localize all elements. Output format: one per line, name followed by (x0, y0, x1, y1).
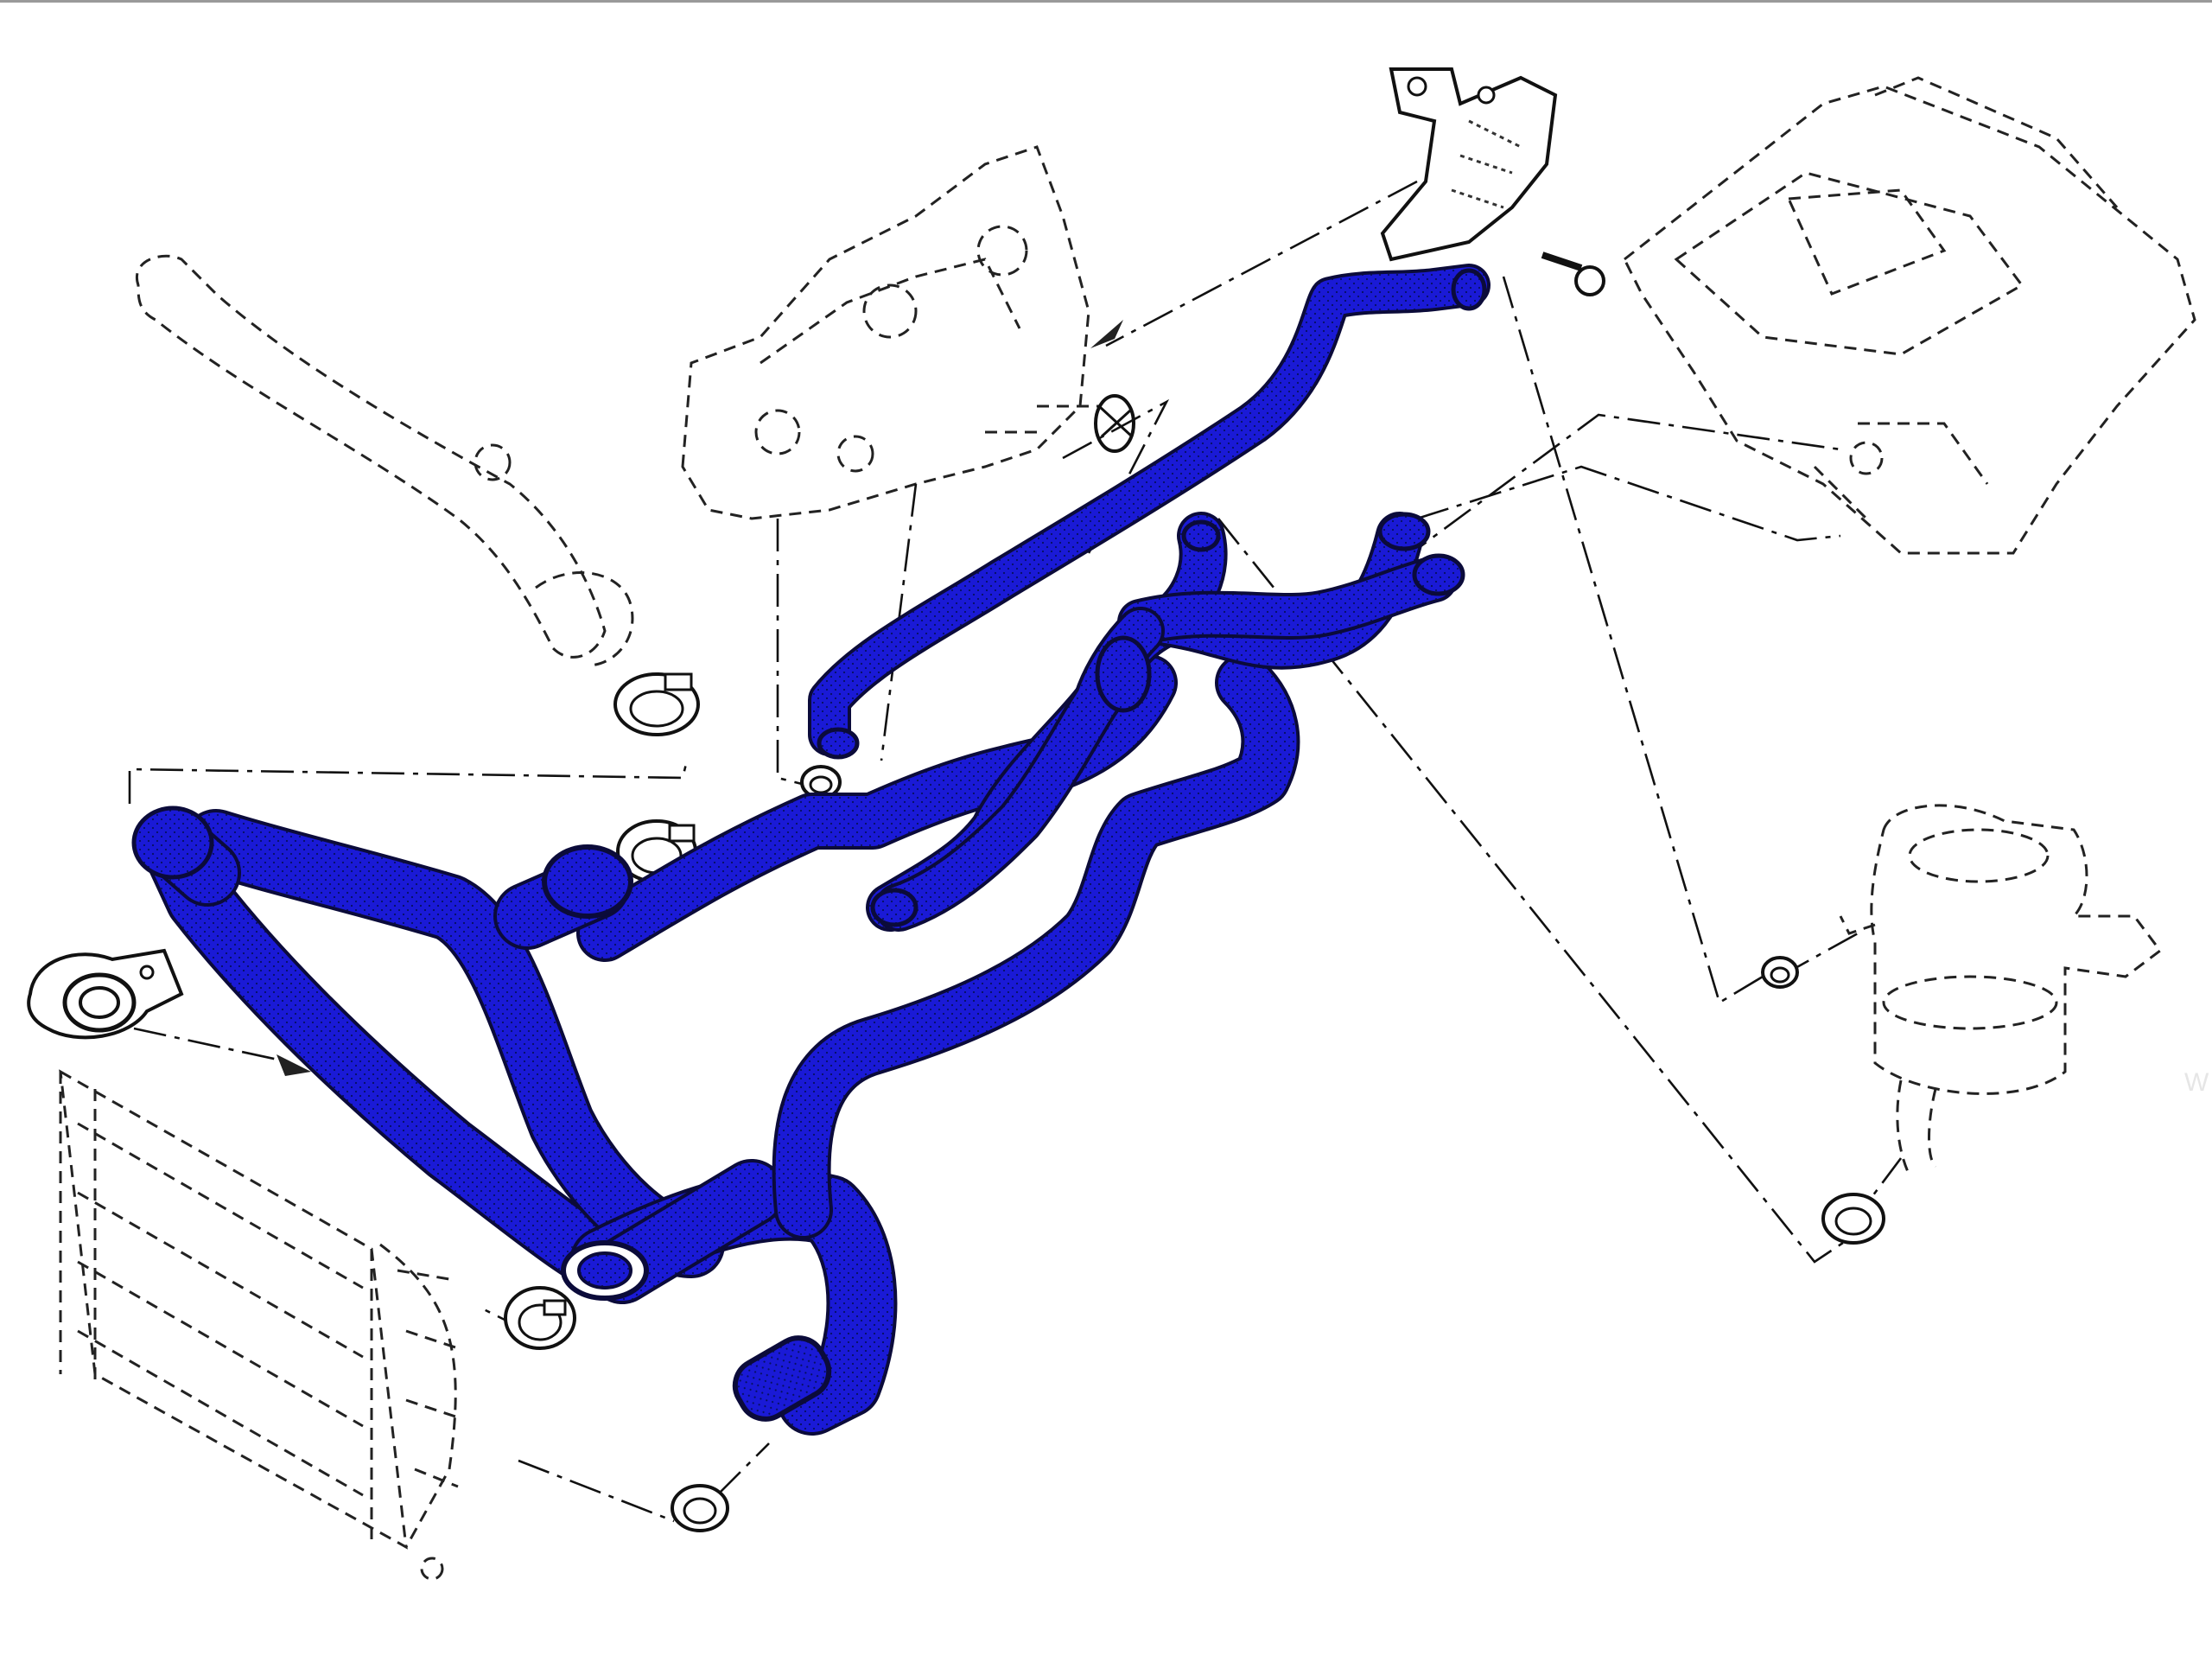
upper-pipe-outline (135, 254, 634, 667)
hose-lower-return (580, 658, 1174, 958)
hose-clamp (504, 1286, 576, 1350)
hose-clamp (1821, 1193, 1885, 1245)
expansion-tank-outline (1839, 804, 2163, 1176)
assembly-arrow (1090, 320, 1123, 348)
hose-clamp (1761, 956, 1799, 989)
hose-upper-heater (811, 267, 1487, 753)
hose-radiator-upper (186, 812, 721, 1275)
bolt (1541, 252, 1605, 296)
mounting-bracket (1380, 67, 1558, 262)
hose-radiator-main (143, 812, 635, 1292)
heater-box-outline (1623, 76, 2196, 555)
radiator-outlet-fitting (27, 948, 184, 1040)
hose-clamp (671, 1484, 729, 1532)
hose-clamp (613, 672, 700, 736)
watermark-letter: W (2184, 1068, 2209, 1097)
hose-heater-branch (1121, 559, 1454, 642)
hose-to-tank (775, 657, 1297, 1236)
hose-end-sleeves (131, 268, 1487, 1422)
assembly-arrow (276, 1054, 311, 1076)
radiator-outline (59, 1069, 459, 1581)
coolant-hose-set (139, 264, 1491, 1436)
top-border-line (0, 0, 2212, 3)
engine-block-outline (681, 145, 1106, 788)
